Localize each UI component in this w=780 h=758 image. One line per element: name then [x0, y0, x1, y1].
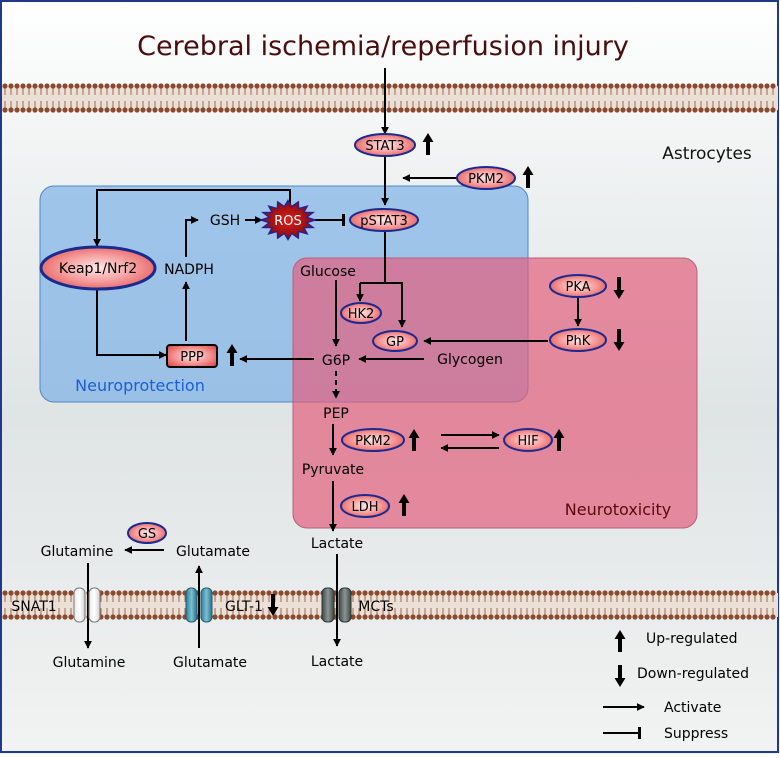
enzyme-nodes: STAT3 PKM2 pSTAT3 Keap1/Nrf2 HK2 GP PKA	[39, 133, 607, 544]
ldh-node: LDH	[340, 494, 390, 518]
arrow-keap1-ppp	[96, 290, 167, 359]
arrow-nadph-gsh	[185, 216, 199, 257]
legend-up-label: Up-regulated	[646, 631, 737, 647]
hif-up-arrow	[553, 429, 565, 451]
arrow-pstat3-gp	[384, 232, 406, 328]
hk2-node: HK2	[340, 302, 382, 324]
ppp-node: PPP	[166, 344, 218, 368]
pka-down-arrow	[613, 277, 625, 299]
connectors	[84, 68, 582, 649]
legend-up-arrow	[614, 630, 626, 652]
mct-transporter	[321, 587, 352, 623]
phk-down-arrow	[613, 329, 625, 351]
glt1-down-arrow	[267, 594, 279, 616]
lactate-out-label: Lactate	[311, 654, 363, 670]
svg-text:STAT3: STAT3	[365, 139, 404, 154]
regulation-markers	[226, 133, 626, 687]
legend: Up-regulated Down-regulated Activate Sup…	[603, 631, 749, 742]
top-membrane	[2, 83, 778, 113]
svg-text:GP: GP	[386, 335, 404, 350]
glutamate-out-label: Glutamate	[173, 655, 247, 671]
g6p-label: G6P	[322, 353, 350, 369]
svg-text:PhK: PhK	[566, 334, 591, 349]
svg-text:ROS: ROS	[274, 214, 302, 229]
pkm2-top-up-arrow	[522, 166, 534, 188]
glt1-label: GLT-1	[225, 599, 263, 615]
pkm2-top-node: PKM2	[456, 166, 516, 190]
neuroprotection-label: Neuroprotection	[75, 376, 205, 395]
pka-node: PKA	[549, 274, 607, 298]
svg-text:PPP: PPP	[180, 350, 204, 365]
svg-text:HIF: HIF	[517, 434, 538, 449]
glycogen-label: Glycogen	[437, 352, 503, 368]
legend-activate-label: Activate	[664, 700, 721, 716]
stat3-up-arrow	[422, 133, 434, 155]
gp-node: GP	[372, 330, 418, 352]
ldh-up-arrow	[398, 494, 410, 516]
snat1-label: SNAT1	[11, 599, 56, 615]
pyruvate-label: Pyruvate	[302, 462, 364, 478]
cell-label: Astrocytes	[662, 144, 752, 164]
ppp-up-arrow	[226, 344, 238, 366]
svg-text:PKM2: PKM2	[355, 434, 391, 449]
legend-down-arrow	[614, 665, 626, 687]
pep-label: PEP	[323, 406, 349, 422]
arrow-ros-keap1	[93, 189, 291, 247]
legend-suppress-label: Suppress	[664, 726, 728, 742]
glutamate-in-label: Glutamate	[176, 544, 250, 560]
pkm2-mid-up-arrow	[408, 429, 420, 451]
svg-text:PKM2: PKM2	[468, 172, 504, 187]
mcts-label: MCTs	[358, 599, 393, 615]
glucose-label: Glucose	[300, 264, 356, 280]
phk-node: PhK	[549, 328, 607, 352]
glutamine-in-label: Glutamine	[41, 544, 114, 560]
svg-text:pSTAT3: pSTAT3	[360, 214, 408, 229]
ros-node: ROS	[258, 199, 318, 241]
neurotoxicity-region	[292, 257, 698, 529]
svg-text:HK2: HK2	[348, 307, 375, 322]
legend-down-label: Down-regulated	[637, 666, 749, 682]
glutamine-out-label: Glutamine	[53, 655, 126, 671]
svg-text:Keap1/Nrf2: Keap1/Nrf2	[59, 261, 137, 277]
gsh-label: GSH	[210, 213, 240, 229]
metabolite-labels: GSH NADPH Glucose G6P Glycogen PEP Pyruv…	[11, 213, 502, 671]
hif-node: HIF	[503, 428, 553, 452]
glt1-transporter	[185, 587, 213, 623]
snat1-transporter	[73, 587, 101, 623]
lactate-in-label: Lactate	[311, 536, 363, 552]
neurotoxicity-label: Neurotoxicity	[565, 500, 671, 519]
gs-node: GS	[127, 522, 167, 544]
nadph-label: NADPH	[164, 262, 214, 278]
svg-text:GS: GS	[138, 527, 156, 542]
svg-text:PKA: PKA	[565, 280, 590, 295]
svg-text:LDH: LDH	[351, 500, 378, 515]
stat3-node: STAT3	[354, 133, 416, 157]
page-title: Cerebral ischemia/reperfusion injury	[137, 31, 629, 62]
pstat3-node: pSTAT3	[349, 208, 419, 232]
pkm2-mid-node: PKM2	[341, 428, 405, 452]
keap1-nrf2-node: Keap1/Nrf2	[39, 245, 157, 291]
